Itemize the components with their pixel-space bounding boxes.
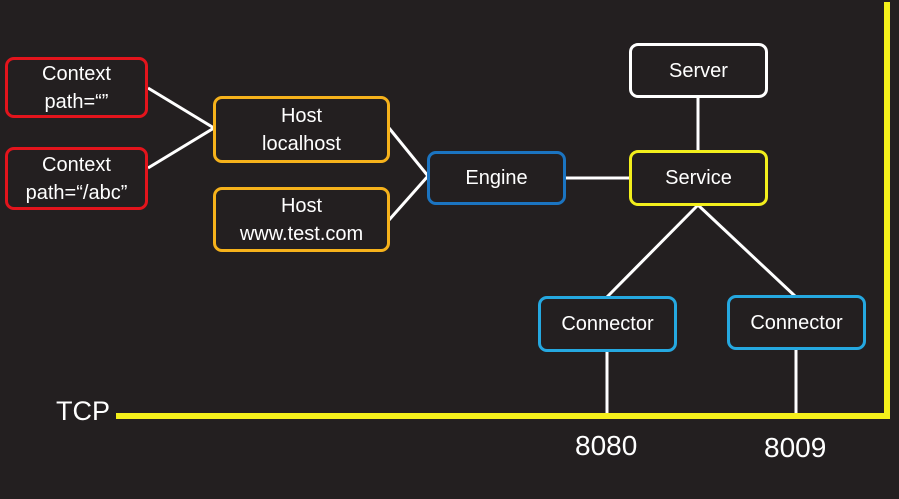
server-node: Server — [629, 43, 768, 98]
connector-8080-node: Connector — [538, 296, 677, 352]
context-abc-node: Context path=“/abc” — [5, 147, 148, 210]
wire-context-root-to-host — [147, 86, 215, 130]
wire-service-to-connector-a — [605, 203, 700, 299]
server-label: Server — [669, 59, 728, 82]
host-test-name: www.test.com — [239, 222, 364, 245]
service-node: Service — [629, 150, 768, 206]
port-8009-label: 8009 — [764, 432, 827, 463]
host-test-title: Host — [280, 194, 323, 217]
wire-context-abc-to-host — [147, 126, 215, 170]
host-localhost-node: Host localhost — [213, 96, 390, 163]
engine-node: Engine — [427, 151, 566, 205]
context-root-node: Context path=“” — [5, 57, 148, 118]
connector-8080-label: Connector — [561, 313, 654, 335]
service-label: Service — [665, 167, 732, 189]
wire-service-to-connector-b — [696, 203, 798, 299]
context-abc-path: path=“/abc” — [25, 181, 128, 204]
host-localhost-title: Host — [280, 104, 323, 127]
context-root-title: Context — [42, 62, 111, 85]
tcp-label: TCP — [56, 396, 110, 426]
port-8080-label: 8080 — [575, 430, 638, 461]
context-abc-title: Context — [42, 153, 111, 176]
host-test-node: Host www.test.com — [213, 187, 390, 252]
connector-8009-label: Connector — [750, 311, 843, 334]
engine-label: Engine — [465, 167, 528, 189]
wire-host-test-to-engine — [387, 175, 430, 221]
context-root-path: path=“” — [44, 90, 109, 113]
wire-host-localhost-to-engine — [387, 127, 430, 177]
host-localhost-name: localhost — [262, 132, 341, 155]
connector-8009-node: Connector — [727, 295, 866, 350]
